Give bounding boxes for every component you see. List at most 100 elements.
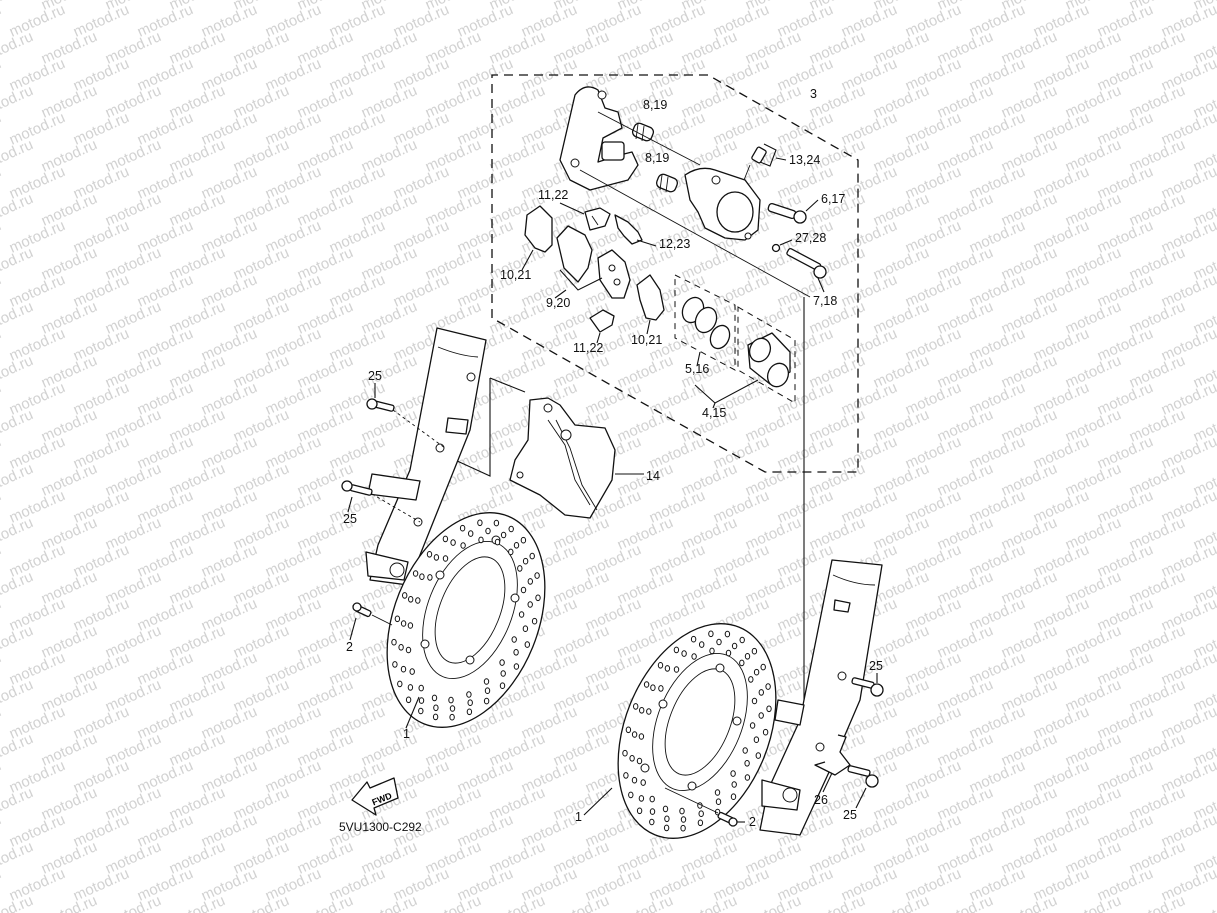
drill-hole [697, 819, 704, 827]
callout-c26: 26 [814, 793, 828, 807]
drill-hole [716, 638, 722, 646]
drill-hole [419, 573, 425, 581]
drill-hole [534, 572, 540, 579]
drill-hole [709, 647, 715, 655]
caliper-mounting-bolt [786, 247, 827, 279]
drill-hole [730, 793, 737, 801]
leader-9-20 [559, 269, 603, 291]
drill-hole [643, 681, 650, 688]
drill-hole [751, 647, 758, 655]
drill-hole [691, 653, 697, 660]
callout-c25b: 25 [343, 512, 357, 526]
drill-hole [524, 641, 530, 648]
drill-hole [725, 649, 732, 657]
drill-hole [391, 638, 397, 646]
drill-hole [749, 722, 756, 729]
cap-nut [771, 243, 781, 253]
caliper-body [684, 167, 761, 241]
drill-hole [418, 707, 424, 715]
drill-hole [631, 776, 638, 784]
callout-c1a: 1 [403, 727, 410, 741]
drill-hole [527, 578, 533, 585]
drill-hole [664, 815, 670, 823]
drill-hole [699, 641, 705, 648]
drill-hole [650, 684, 656, 692]
drill-hole [638, 795, 645, 802]
brake-caliper-assembly [509, 397, 616, 519]
drill-hole [522, 625, 529, 633]
callout-c10a: 10,21 [500, 268, 531, 282]
drill-hole [628, 791, 634, 799]
drill-hole [680, 816, 687, 823]
drill-hole [731, 642, 738, 650]
drill-hole [448, 696, 454, 704]
disc-left-drill-holes [391, 519, 541, 721]
drill-hole [466, 691, 472, 698]
drill-hole [483, 678, 490, 685]
drill-hole [739, 659, 745, 667]
drill-hole [483, 697, 490, 705]
leader-4-15 [694, 379, 759, 404]
drill-hole [459, 524, 466, 532]
pin-axis-upper [597, 111, 701, 166]
bolt-25-lower-right [847, 765, 879, 788]
leader-line-left-caliper [454, 378, 491, 477]
drill-hole [623, 772, 629, 779]
drill-hole [753, 736, 760, 744]
drill-hole [649, 795, 655, 803]
drill-hole [442, 555, 449, 562]
drill-hole [493, 519, 500, 527]
drill-hole [744, 653, 751, 660]
fork-leg-right [759, 559, 883, 836]
drill-hole [742, 747, 748, 754]
drill-hole [649, 808, 656, 815]
drill-hole [758, 689, 764, 696]
drill-hole [400, 665, 407, 673]
drill-hole [629, 755, 635, 762]
drill-hole [450, 539, 456, 546]
caliper-bracket [559, 86, 639, 191]
callout-c27: 27,28 [795, 231, 826, 245]
drill-hole [518, 611, 525, 618]
drill-hole [392, 661, 398, 668]
callout-c25a: 25 [368, 369, 382, 383]
callout-c4: 4,15 [702, 406, 726, 420]
drill-hole [636, 807, 643, 815]
drill-hole [724, 630, 731, 638]
drill-hole [744, 760, 750, 767]
leader-line-left-caliper-2 [489, 377, 526, 393]
drill-hole [405, 646, 412, 654]
bolt-25-lower-left [341, 480, 373, 496]
drill-hole [640, 779, 646, 786]
assembly-boundary-dashed [491, 74, 859, 473]
caliper-pin-bolt [767, 202, 807, 224]
drill-hole [394, 615, 401, 623]
drill-hole [760, 663, 766, 671]
drill-hole [520, 586, 527, 594]
drill-hole [426, 551, 433, 558]
callout-c10b: 10,21 [631, 333, 662, 347]
drill-hole [402, 592, 408, 599]
drill-hole [513, 542, 520, 549]
drill-hole [636, 757, 643, 765]
drill-hole [405, 696, 412, 704]
drill-hole [460, 542, 466, 549]
disc-bolt-2-left [352, 602, 372, 618]
drill-hole [646, 708, 652, 715]
drill-hole [744, 774, 751, 781]
drill-hole [500, 670, 506, 677]
fwd-arrow-icon: FWD [351, 777, 399, 816]
drill-hole [762, 728, 769, 736]
drill-hole [522, 557, 529, 565]
drill-hole [499, 682, 506, 690]
drill-hole [517, 565, 523, 572]
drill-hole [631, 731, 638, 738]
drill-hole [478, 536, 484, 544]
drill-hole [649, 818, 655, 826]
drill-hole [449, 705, 456, 712]
bolt-25-upper-right [851, 677, 884, 697]
drill-hole [622, 749, 628, 757]
drill-hole [531, 617, 538, 625]
drill-hole [511, 636, 517, 643]
slide-pin-boot-upper [631, 122, 655, 142]
